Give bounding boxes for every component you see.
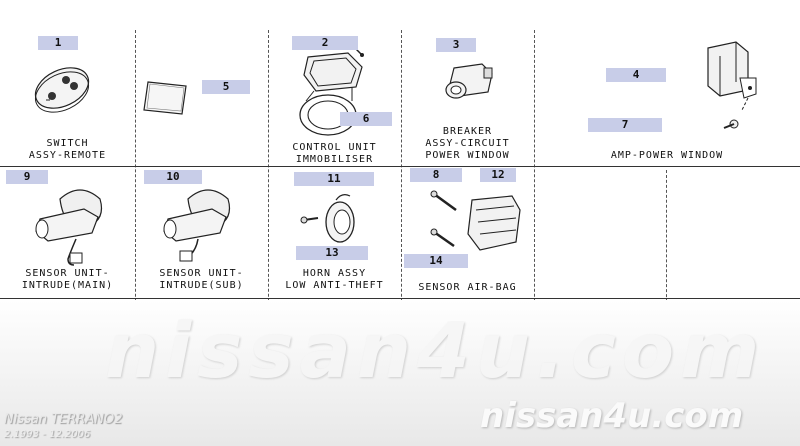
part-number-label[interactable]: 1 bbox=[38, 36, 78, 50]
remote-switch-illustration bbox=[34, 67, 90, 113]
part-caption: SENSOR AIR-BAG bbox=[418, 282, 517, 293]
part-number-label[interactable]: 10 bbox=[144, 170, 202, 184]
part-number-label[interactable]: 12 bbox=[480, 168, 516, 182]
row-divider bbox=[0, 298, 800, 299]
row-divider bbox=[0, 166, 800, 167]
part-caption: SENSOR UNIT- INTRUDE(MAIN) bbox=[21, 268, 114, 291]
part-number-label[interactable]: 3 bbox=[436, 38, 476, 52]
grid-divider bbox=[401, 30, 402, 446]
breaker-illustration bbox=[445, 63, 493, 99]
model-name: Nissan TERRANO2 bbox=[4, 412, 123, 427]
part-number-label[interactable]: 9 bbox=[6, 170, 48, 184]
bottom-fade bbox=[0, 300, 800, 446]
grid-divider bbox=[135, 30, 136, 446]
part-caption: SWITCH ASSY-REMOTE bbox=[28, 138, 107, 161]
part-number-label[interactable]: 11 bbox=[294, 172, 374, 186]
part-caption: BREAKER ASSY-CIRCUIT POWER WINDOW bbox=[425, 126, 510, 161]
airbag-sensor-illustration bbox=[430, 190, 521, 251]
part-caption: AMP-POWER WINDOW bbox=[610, 150, 724, 161]
watermark-large: nissan4u.com bbox=[105, 306, 766, 395]
part-caption: CONTROL UNIT IMMOBILISER bbox=[292, 142, 377, 165]
horn-illustration bbox=[300, 194, 355, 243]
grid-divider bbox=[534, 30, 535, 446]
watermark-small: nissan4u.com bbox=[480, 396, 744, 436]
grid-divider bbox=[268, 30, 269, 446]
part-caption: SENSOR UNIT- INTRUDE(SUB) bbox=[159, 268, 244, 291]
part-number-label[interactable]: 13 bbox=[296, 246, 368, 260]
part-number-label[interactable]: 2 bbox=[292, 36, 358, 50]
part-number-label[interactable]: 14 bbox=[404, 254, 468, 268]
card-illustration bbox=[143, 81, 187, 115]
part-number-label[interactable]: 7 bbox=[588, 118, 662, 132]
part-number-label[interactable]: 8 bbox=[410, 168, 462, 182]
part-number-label[interactable]: 4 bbox=[606, 68, 666, 82]
model-years: 2.1993 - 12.2006 bbox=[4, 429, 91, 440]
part-number-label[interactable]: 5 bbox=[202, 80, 250, 94]
sensor-sub-illustration bbox=[163, 189, 231, 262]
amp-illustration bbox=[707, 41, 757, 129]
part-number-label[interactable]: 6 bbox=[340, 112, 392, 126]
sensor-main-illustration bbox=[35, 189, 103, 266]
part-caption: HORN ASSY LOW ANTI-THEFT bbox=[285, 268, 384, 291]
